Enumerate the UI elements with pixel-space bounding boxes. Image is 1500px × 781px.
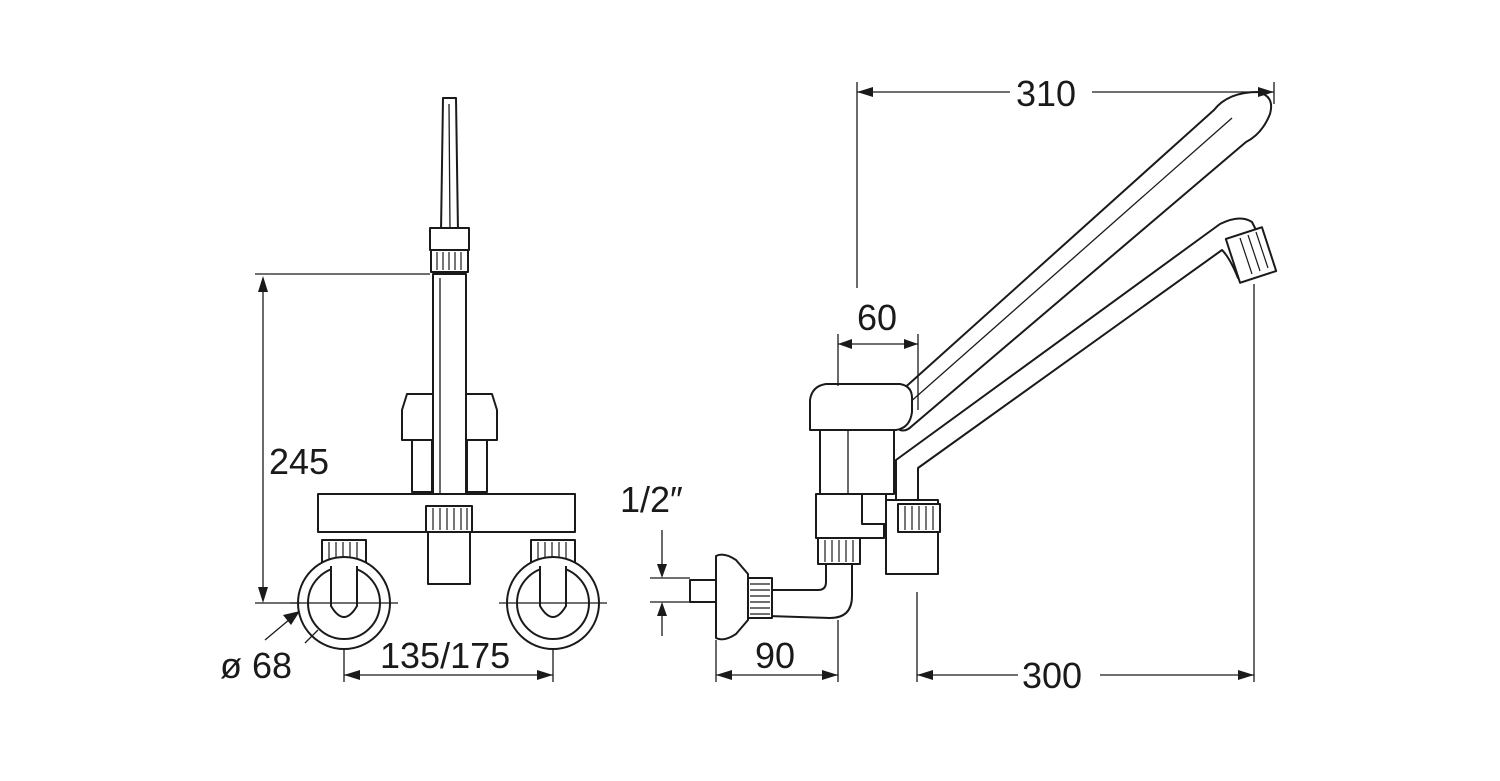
lever-arm [899, 91, 1273, 432]
spout-aerator [1224, 226, 1278, 284]
dim-diameter-leader [264, 611, 319, 644]
lever-head [429, 227, 470, 251]
side-wall-rosette [715, 553, 749, 641]
label-length-310: 310 [1016, 73, 1076, 114]
label-length-300: 300 [1022, 655, 1082, 696]
label-diameter-68: ø 68 [220, 645, 292, 686]
center-nut-knurl [432, 508, 468, 530]
right-elbow [539, 566, 567, 618]
label-width-60: 60 [857, 297, 897, 338]
dim-thread [650, 530, 690, 636]
column-support-left [411, 439, 433, 493]
dim-90 [715, 620, 839, 682]
dim-300 [916, 284, 1255, 682]
dim-310 [856, 82, 1275, 288]
front-view: 245 135/175 ø 68 [220, 97, 607, 686]
label-height-245: 245 [269, 441, 329, 482]
lever-nut-knurl [436, 252, 462, 270]
column-support-right [466, 439, 488, 493]
wall-union [747, 577, 773, 619]
inlet-elbow [767, 563, 853, 619]
dim-60 [837, 334, 919, 410]
inlet-nut-knurl [824, 540, 854, 562]
side-view: 1/2″ 60 310 300 [620, 73, 1278, 696]
dim-245 [255, 273, 430, 604]
dim-135-175 [343, 649, 554, 682]
mixer-base-step [861, 493, 887, 525]
center-nut [425, 505, 473, 533]
label-offset-90: 90 [755, 635, 795, 676]
lever-handle-detail [448, 103, 451, 231]
label-thread: 1/2″ [620, 479, 683, 520]
left-elbow [330, 566, 358, 618]
aerator-lines [1239, 231, 1269, 275]
label-centers-135-175: 135/175 [380, 635, 510, 676]
spout-nut-knurl [904, 506, 934, 530]
inlet-stub [689, 579, 717, 603]
lever-arm-ridge [907, 117, 1233, 405]
mixer-cap [809, 383, 913, 431]
wall-union-knurl [750, 583, 770, 615]
mixer-body [819, 429, 895, 495]
column-lower [427, 531, 471, 585]
